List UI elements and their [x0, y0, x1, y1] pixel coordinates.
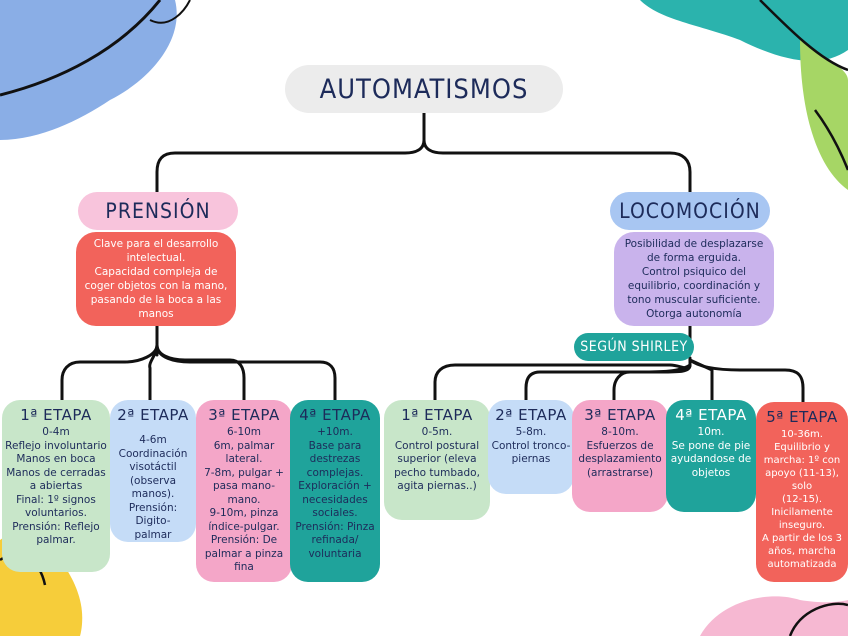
stage-text: 0-4m Reflejo involuntario Manos en boca …	[5, 426, 107, 546]
prension-stage-3: 3ª ETAPA 6-10m 6m, palmar lateral. 7-8m,…	[196, 400, 292, 582]
prension-stage-2: 2ª ETAPA 4-6m Coordinación visotáctil (o…	[110, 400, 196, 542]
stage-text: 8-10m. Esfuerzos de desplazamiento (arra…	[578, 426, 662, 479]
blob-bottom-right	[700, 596, 848, 636]
prension-stage-1: 1ª ETAPA 0-4m Reflejo involuntario Manos…	[2, 400, 110, 572]
stage-title: 5ª ETAPA	[766, 408, 838, 426]
stage-title: 3ª ETAPA	[584, 406, 656, 424]
stage-title: 4ª ETAPA	[299, 406, 371, 424]
stage-text: 5-8m. Control tronco- piernas	[491, 426, 571, 465]
stage-title: 2ª ETAPA	[117, 406, 189, 424]
stage-text: 10-36m. Equilibrio y marcha: 1º con apoy…	[762, 429, 842, 570]
prension-stage-4: 4ª ETAPA +10m. Base para destrezas compl…	[290, 400, 380, 582]
blob-top-left	[0, 0, 177, 140]
segun-shirley-text: SEGÚN SHIRLEY	[580, 339, 688, 355]
stage-title: 3ª ETAPA	[208, 406, 280, 424]
locomocion-stage-4: 4ª ETAPA 10m. Se pone de pie ayudandose …	[666, 400, 756, 512]
locomocion-stage-1: 1ª ETAPA 0-5m. Control postural superior…	[384, 400, 490, 520]
prension-description: Clave para el desarrollo intelectual. Ca…	[76, 232, 236, 326]
prension-label: PRENSIÓN	[78, 192, 238, 230]
stage-text: 10m. Se pone de pie ayudandose de objeto…	[670, 426, 752, 479]
locomocion-label: LOCOMOCIÓN	[610, 192, 770, 230]
locomocion-label-text: LOCOMOCIÓN	[619, 199, 761, 223]
main-title: AUTOMATISMOS	[285, 65, 563, 113]
locomocion-stage-5: 5ª ETAPA 10-36m. Equilibrio y marcha: 1º…	[756, 402, 848, 582]
main-title-text: AUTOMATISMOS	[319, 73, 529, 105]
stage-title: 4ª ETAPA	[675, 406, 747, 424]
stage-title: 2ª ETAPA	[495, 406, 567, 424]
stage-text: 6-10m 6m, palmar lateral. 7-8m, pulgar +…	[204, 426, 284, 573]
stage-title: 1ª ETAPA	[401, 406, 473, 424]
stage-text: +10m. Base para destrezas complejas. Exp…	[295, 426, 375, 560]
segun-shirley-label: SEGÚN SHIRLEY	[574, 333, 694, 361]
stage-title: 1ª ETAPA	[20, 406, 92, 424]
connector-lines	[60, 110, 805, 412]
locomocion-stage-3: 3ª ETAPA 8-10m. Esfuerzos de desplazamie…	[572, 400, 668, 512]
stage-text: 0-5m. Control postural superior (eleva p…	[394, 426, 480, 492]
stage-text: 4-6m Coordinación visotáctil (observa ma…	[118, 434, 188, 541]
blob-top-right	[640, 0, 848, 61]
locomocion-description: Posibilidad de desplazarse de forma ergu…	[614, 232, 774, 326]
prension-label-text: PRENSIÓN	[105, 199, 211, 223]
locomocion-stage-2: 2ª ETAPA 5-8m. Control tronco- piernas	[488, 400, 574, 494]
